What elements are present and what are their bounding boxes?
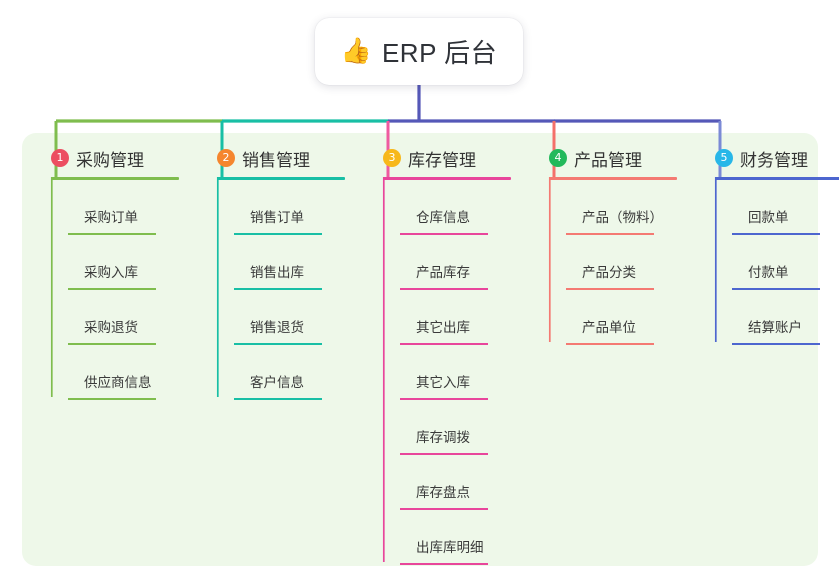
list-item-label: 采购退货 [84,320,138,335]
column-header-4[interactable]: 4 产品管理 [532,144,698,172]
list-item-label: 销售退货 [250,320,304,335]
diagram-panel [22,133,818,566]
list-item-underline [566,233,654,235]
column-items-2: 销售订单销售出库销售退货客户信息 [200,180,366,400]
column-badge-3: 3 [383,149,401,167]
column-title-4: 产品管理 [574,150,642,170]
list-item[interactable]: 产品分类 [549,235,698,290]
list-item[interactable]: 其它出库 [383,290,532,345]
root-title-card[interactable]: 👍 ERP 后台 [315,18,523,85]
list-item-label: 采购订单 [84,210,138,225]
list-item-label: 销售出库 [250,265,304,280]
list-item-underline [566,343,654,345]
column-header-2[interactable]: 2 销售管理 [200,144,366,172]
list-item-underline [400,288,488,290]
column-header-3[interactable]: 3 库存管理 [366,144,532,172]
list-item-underline [400,398,488,400]
list-item-label: 结算账户 [748,320,802,335]
list-item[interactable]: 采购入库 [51,235,200,290]
column-underline-1 [51,177,179,180]
column-badge-1: 1 [51,149,69,167]
list-item[interactable]: 出库库明细 [383,510,532,565]
column-header-5[interactable]: 5 财务管理 [698,144,839,172]
column-2: 2 销售管理销售订单销售出库销售退货客户信息 [200,144,366,400]
list-item-underline [234,288,322,290]
list-item[interactable]: 客户信息 [217,345,366,400]
list-item-underline [68,233,156,235]
list-item[interactable]: 其它入库 [383,345,532,400]
column-header-1[interactable]: 1 采购管理 [34,144,200,172]
list-item[interactable]: 结算账户 [715,290,839,345]
list-item-underline [732,288,820,290]
list-item[interactable]: 库存调拨 [383,400,532,455]
column-3: 3 库存管理仓库信息产品库存其它出库其它入库库存调拨库存盘点出库库明细 [366,144,532,565]
list-item[interactable]: 仓库信息 [383,180,532,235]
list-item[interactable]: 产品库存 [383,235,532,290]
column-items-3: 仓库信息产品库存其它出库其它入库库存调拨库存盘点出库库明细 [366,180,532,565]
list-item-label: 销售订单 [250,210,304,225]
list-item-underline [234,398,322,400]
column-items-4: 产品（物料） 产品分类产品单位 [532,180,698,345]
list-item[interactable]: 产品（物料） [549,180,698,235]
column-underline-5 [715,177,839,180]
list-item-underline [732,343,820,345]
list-item-label: 产品分类 [582,265,636,280]
column-badge-4: 4 [549,149,567,167]
column-underline-3 [383,177,511,180]
list-item[interactable]: 付款单 [715,235,839,290]
list-item-label: 产品单位 [582,320,636,335]
list-item-underline [566,288,654,290]
list-item-label: 产品库存 [416,265,470,280]
list-item[interactable]: 回款单 [715,180,839,235]
list-item-underline [68,343,156,345]
column-items-5: 回款单付款单结算账户 [698,180,839,345]
list-item-underline [400,508,488,510]
column-title-5: 财务管理 [740,150,808,170]
list-item-label: 产品（物料） [582,210,663,225]
list-item-underline [68,288,156,290]
column-4: 4 产品管理产品（物料） 产品分类产品单位 [532,144,698,345]
list-item[interactable]: 销售退货 [217,290,366,345]
list-item-label: 出库库明细 [416,540,484,555]
list-item-label: 其它入库 [416,375,470,390]
thumbs-up-icon: 👍 [340,37,372,65]
list-item-underline [234,233,322,235]
list-item-label: 仓库信息 [416,210,470,225]
list-item-label: 供应商信息 [84,375,152,390]
list-item-underline [400,343,488,345]
list-item[interactable]: 产品单位 [549,290,698,345]
list-item-underline [68,398,156,400]
list-item-underline [234,343,322,345]
list-item-label: 库存盘点 [416,485,470,500]
list-item-underline [732,233,820,235]
list-item-label: 付款单 [748,265,789,280]
list-item-label: 客户信息 [250,375,304,390]
list-item[interactable]: 采购订单 [51,180,200,235]
column-badge-5: 5 [715,149,733,167]
list-item[interactable]: 采购退货 [51,290,200,345]
list-item-underline [400,563,488,565]
list-item[interactable]: 销售出库 [217,235,366,290]
column-5: 5 财务管理回款单付款单结算账户 [698,144,839,345]
list-item[interactable]: 库存盘点 [383,455,532,510]
column-title-2: 销售管理 [242,150,310,170]
list-item[interactable]: 销售订单 [217,180,366,235]
column-underline-4 [549,177,677,180]
list-item-label: 库存调拨 [416,430,470,445]
column-title-3: 库存管理 [408,150,476,170]
column-title-1: 采购管理 [76,150,144,170]
column-1: 1 采购管理采购订单采购入库采购退货供应商信息 [34,144,200,400]
column-underline-2 [217,177,345,180]
list-item-label: 回款单 [748,210,789,225]
column-items-1: 采购订单采购入库采购退货供应商信息 [34,180,200,400]
column-badge-2: 2 [217,149,235,167]
list-item-underline [400,453,488,455]
list-item[interactable]: 供应商信息 [51,345,200,400]
list-item-label: 其它出库 [416,320,470,335]
list-item-underline [400,233,488,235]
page-title: ERP 后台 [381,38,498,68]
list-item-label: 采购入库 [84,265,138,280]
